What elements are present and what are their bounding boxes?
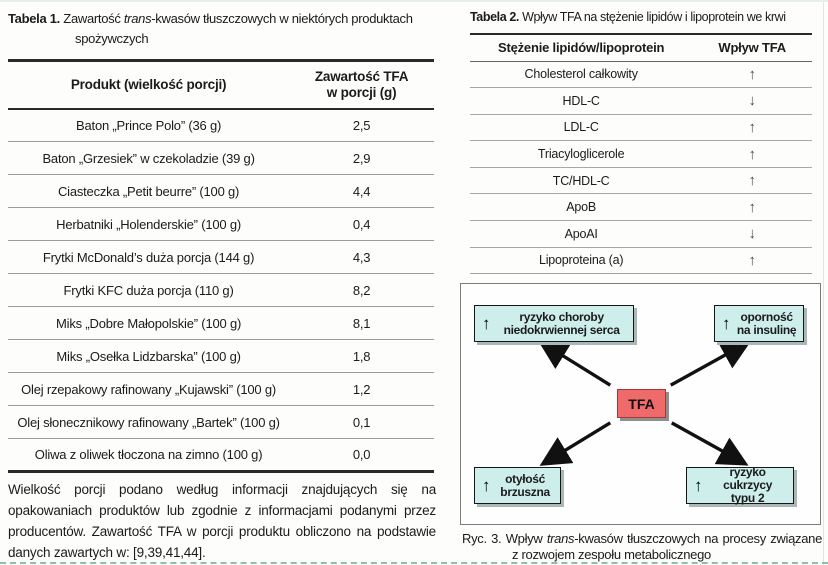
table-row: TC/HDL-C↑: [470, 167, 812, 195]
italic-trans: trans: [123, 11, 152, 26]
table1-footnote: Wielkość porcji podano według informacji…: [8, 479, 436, 563]
product-cell: Herbatniki „Holenderskie” (100 g): [8, 207, 290, 241]
table1-caption: Tabela 1. Zawartość trans-kwasów tłuszcz…: [8, 9, 438, 49]
table-row: Lipoproteina (a) ↑: [470, 247, 812, 274]
table-row: Triacyloglicerole↑: [470, 140, 812, 168]
page-bottom-dashed-rule: [0, 562, 828, 564]
table2-header-row: Stężenie lipidów/lipoprotein Wpływ TFA: [470, 34, 812, 62]
product-cell: Oliwa z oliwek tłoczona na zimno (100 g): [34, 447, 263, 462]
tfa-value-cell: 0,0: [352, 447, 371, 462]
effect-arrow-icon: ↑: [748, 251, 756, 269]
table-row: Cholesterol całkowity↑: [470, 61, 812, 89]
tfa-value-cell: 4,3: [289, 240, 434, 274]
product-cell: Frytki McDonald’s duża porcja (144 g): [8, 240, 290, 274]
col-header-lipid: Stężenie lipidów/lipoprotein: [470, 34, 693, 62]
product-cell: Ciasteczka „Petit beurre” (100 g): [8, 174, 290, 208]
effect-arrow-icon: ↑: [692, 193, 812, 222]
italic-trans: trans: [546, 531, 575, 546]
table-row: Oliwa z oliwek tłoczona na zimno (100 g)…: [8, 439, 434, 472]
table1-caption-line2: spożywczych: [75, 31, 149, 46]
table-row: Baton „Prince Polo” (36 g)2,5: [8, 108, 434, 142]
tfa-center-node: TFA: [617, 389, 666, 418]
tfa-value-cell: 4,4: [289, 174, 434, 208]
table-row: LDL-C↑: [470, 114, 812, 142]
table-row: Olej rzepakowy rafinowany „Kujawski” (10…: [8, 372, 434, 406]
product-cell: Olej rzepakowy rafinowany „Kujawski” (10…: [8, 372, 290, 406]
arrow-to-bottom-left: [539, 421, 612, 466]
figure-caption-line1: Ryc. 3. Wpływ trans-kwasów tłuszczowych …: [462, 531, 823, 546]
footnote-line: danych zawartych w: [9,39,41,44].: [8, 545, 206, 560]
lipid-cell: Triacyloglicerole: [470, 140, 693, 168]
table-row: Frytki McDonald’s duża porcja (144 g)4,3: [8, 240, 434, 274]
up-arrow-icon: ↑: [482, 476, 491, 495]
table-row: ApoAI↓: [470, 220, 812, 248]
table-row: Miks „Dobre Małopolskie” (100 g)8,1: [8, 306, 434, 340]
tfa-value-cell: 2,9: [289, 141, 434, 175]
tfa-value-cell: 8,2: [289, 273, 434, 307]
figure-label: Ryc. 3.: [462, 531, 502, 546]
arrow-to-top-left: [537, 340, 612, 387]
tfa-value-cell: 1,2: [289, 372, 434, 406]
lipid-cell: ApoAI: [470, 220, 693, 248]
lipid-cell: TC/HDL-C: [470, 167, 693, 195]
effect-arrow-icon: ↓: [692, 87, 812, 115]
table-row: Herbatniki „Holenderskie” (100 g)0,4: [8, 207, 434, 241]
figure-arrows: [537, 340, 752, 466]
effect-arrow-icon: ↑: [692, 114, 812, 142]
lipid-cell: LDL-C: [470, 114, 693, 142]
table-row: Olej słonecznikowy rafinowany „Bartek” (…: [8, 405, 434, 439]
lipid-cell: ApoB: [470, 193, 693, 222]
effect-arrow-icon: ↑: [692, 61, 812, 89]
product-cell: Miks „Osełka Lidzbarska” (100 g): [8, 339, 290, 373]
up-arrow-icon: ↑: [694, 476, 703, 495]
table-row: ApoB↑: [470, 193, 812, 222]
figure-caption-line2: z rozwojem zespołu metabolicznego: [512, 547, 711, 562]
lipid-cell: HDL-C: [470, 87, 693, 115]
arrow-to-top-right: [669, 340, 752, 387]
tfa-value-cell: 8,1: [289, 306, 434, 340]
tfa-value-cell: 1,8: [289, 339, 434, 373]
table1-caption-line1: Tabela 1. Zawartość trans-kwasów tłuszcz…: [8, 11, 413, 26]
table-row: Frytki KFC duża porcja (110 g)8,2: [8, 273, 434, 307]
col-header-product: Produkt (wielkość porcji): [8, 60, 290, 110]
product-cell: Frytki KFC duża porcja (110 g): [8, 273, 290, 307]
table2-caption: Tabela 2. Wpływ TFA na stężenie lipidów …: [470, 10, 786, 24]
table-row: Miks „Osełka Lidzbarska” (100 g)1,8: [8, 339, 434, 373]
table2-label: Tabela 2.: [470, 10, 519, 24]
page-edge-line: [823, 2, 824, 565]
figure-caption: Ryc. 3. Wpływ trans-kwasów tłuszczowych …: [462, 531, 822, 563]
effect-arrow-icon: ↓: [692, 220, 812, 248]
footnote-line: Wielkość porcji podano według informacji…: [8, 482, 436, 497]
tfa-value-cell: 0,4: [289, 207, 434, 241]
product-cell: Olej słonecznikowy rafinowany „Bartek” (…: [8, 405, 290, 439]
arrow-to-bottom-right: [670, 421, 749, 466]
tfa-value-cell: 0,1: [289, 405, 434, 439]
effect-arrow-icon: ↑: [692, 167, 812, 195]
product-cell: Baton „Prince Polo” (36 g): [8, 108, 290, 142]
product-cell: Baton „Grzesiek” w czekoladzie (39 g): [8, 141, 290, 175]
table-row: Baton „Grzesiek” w czekoladzie (39 g)2,9: [8, 141, 434, 175]
lipid-cell: Cholesterol całkowity: [470, 61, 693, 89]
lipids-effect-table: Stężenie lipidów/lipoprotein Wpływ TFA C…: [470, 33, 812, 275]
col-header-effect: Wpływ TFA: [692, 34, 812, 62]
product-cell: Miks „Dobre Małopolskie” (100 g): [8, 306, 290, 340]
table-row: HDL-C↓: [470, 87, 812, 115]
table1-label: Tabela 1.: [8, 11, 60, 26]
up-arrow-icon: ↑: [482, 314, 491, 333]
footnote-line: producentów. Zawartość TFA w porcji prod…: [8, 524, 436, 539]
lipid-cell: Lipoproteina (a): [538, 253, 624, 268]
footnote-line: opakowaniach produktów lub zgodnie z inf…: [8, 503, 436, 518]
up-arrow-icon: ↑: [722, 314, 731, 333]
table-row: Ciasteczka „Petit beurre” (100 g)4,4: [8, 174, 434, 208]
tfa-value-cell: 2,5: [289, 108, 434, 142]
effect-arrow-icon: ↑: [692, 140, 812, 168]
